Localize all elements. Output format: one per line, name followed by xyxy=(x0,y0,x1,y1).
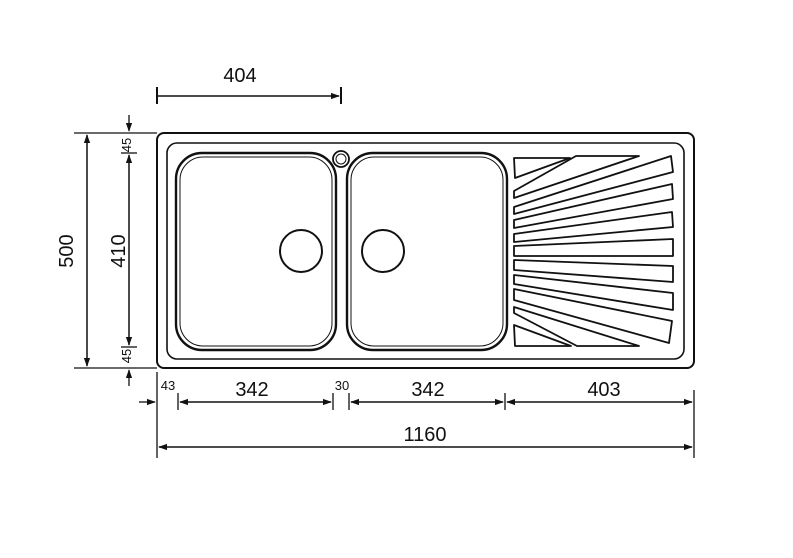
label-1160: 1160 xyxy=(403,424,446,446)
label-342-right: 342 xyxy=(411,379,444,401)
dimension-45-top: 45 xyxy=(119,115,134,152)
dimension-30: 30 xyxy=(335,378,349,393)
dimension-403: 403 xyxy=(506,379,693,406)
label-30: 30 xyxy=(335,378,349,393)
left-drain-icon xyxy=(279,229,323,273)
bottom-extension-lines xyxy=(156,372,695,458)
label-45-bottom: 45 xyxy=(119,349,134,363)
dimension-404: 404 xyxy=(156,65,342,104)
dimension-43: 43 xyxy=(139,378,175,406)
dimension-500: 500 xyxy=(56,132,157,369)
dimension-342-left: 342 xyxy=(179,379,332,406)
label-43: 43 xyxy=(161,378,175,393)
label-500: 500 xyxy=(56,234,78,267)
label-342-left: 342 xyxy=(235,379,268,401)
tap-hole-icon xyxy=(332,150,350,168)
label-45-top: 45 xyxy=(119,138,134,152)
sink-outline xyxy=(156,132,695,369)
dimension-410: 410 xyxy=(108,152,137,348)
dimension-1160: 1160 xyxy=(158,424,693,451)
drainer-grooves xyxy=(513,155,674,347)
right-drain-icon xyxy=(361,229,405,273)
dimension-342-right: 342 xyxy=(350,379,504,406)
label-404: 404 xyxy=(223,65,256,87)
dimension-45-bottom: 45 xyxy=(119,349,134,386)
label-403: 403 xyxy=(587,379,620,401)
left-bowl xyxy=(174,151,338,352)
label-410: 410 xyxy=(108,234,130,267)
right-bowl xyxy=(345,151,509,352)
